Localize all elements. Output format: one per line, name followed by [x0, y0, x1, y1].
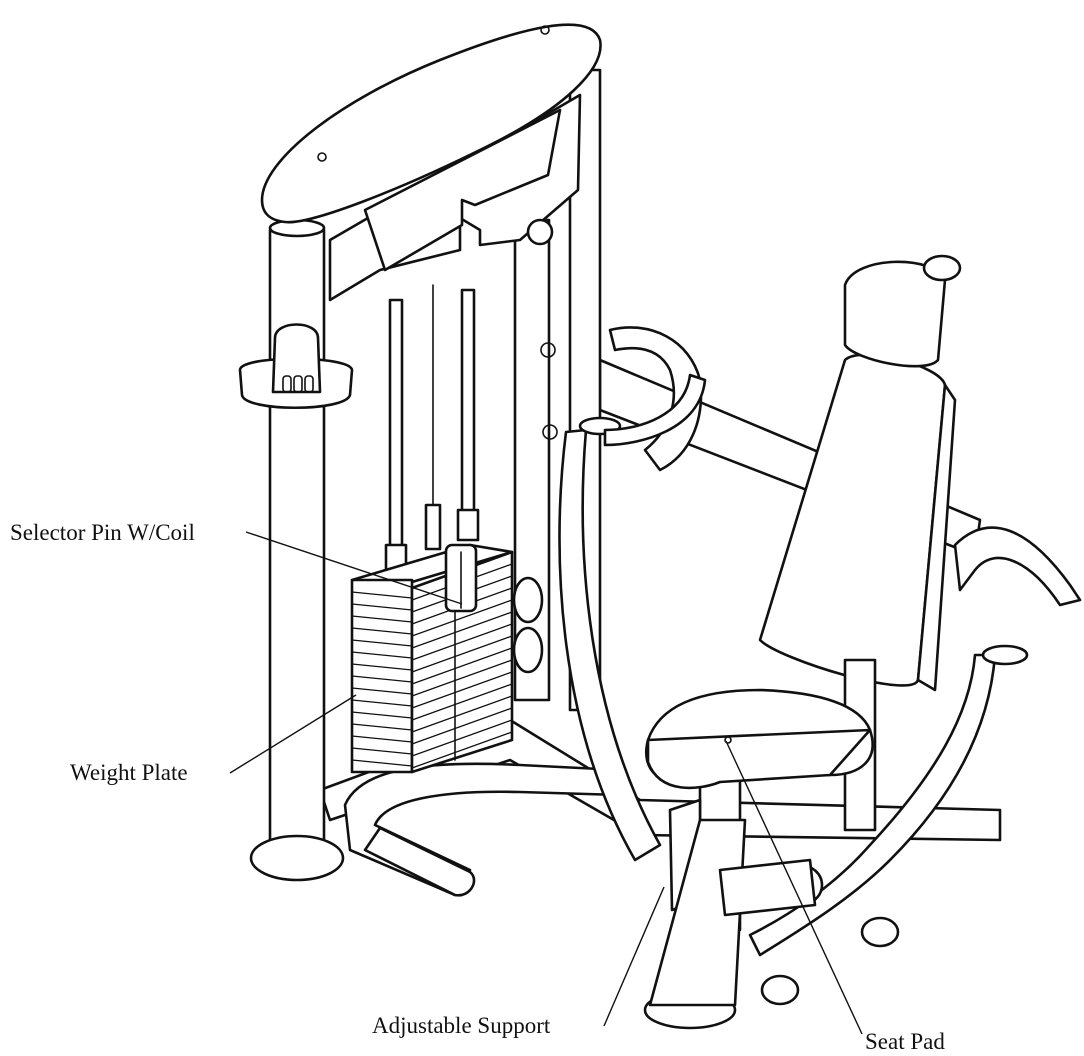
weight-stack: [350, 543, 514, 774]
guide-rod-right: [460, 288, 476, 522]
label-selector-pin: Selector Pin W/Coil: [10, 520, 195, 545]
pivot-arm: [718, 858, 817, 917]
cable-connector: [424, 503, 442, 551]
back-pad: [758, 353, 947, 687]
top-shroud-panel: [363, 108, 562, 272]
pulley-small-2: [542, 424, 558, 440]
leader-seat-pad: [725, 740, 863, 1035]
back-pad-shadow: [916, 383, 957, 692]
top-cap: [260, 23, 602, 224]
seat-pad-bolt: [724, 736, 732, 744]
head-rest-knob: [922, 254, 962, 282]
rod-collar-right: [456, 508, 480, 542]
front-leg: [648, 818, 747, 1007]
pulley-top: [526, 218, 554, 246]
foot-bar: [343, 762, 622, 897]
seat-pad-base: [646, 728, 872, 790]
weight-stack-front: [350, 578, 414, 774]
top-cap-bolt-2: [540, 25, 550, 35]
press-arm-right-cap: [981, 644, 1029, 666]
stack-pulley-2: [512, 626, 544, 674]
leader-weight-plate: [229, 694, 357, 774]
bottle-slot-1: [282, 375, 292, 393]
top-cap-bolt-1: [317, 152, 327, 162]
bottle: [271, 323, 322, 394]
press-arm-left: [558, 428, 662, 862]
label-weight-plate: Weight Plate: [70, 760, 188, 785]
leader-selector-pin: [245, 531, 463, 605]
stack-pulley-1: [512, 576, 544, 624]
label-seat-pad: Seat Pad: [865, 1029, 945, 1054]
bottle-slot-2: [293, 375, 303, 393]
bottle-slot-3: [304, 375, 314, 393]
press-handle-right: [953, 526, 1082, 607]
roller-foot-left: [760, 974, 800, 1006]
label-adjustable-support: Adjustable Support: [372, 1013, 551, 1038]
foot-bar-grip: [363, 826, 476, 897]
pulley-small-1: [540, 342, 556, 358]
column-foot-plate: [249, 834, 345, 882]
press-handle-left: [603, 373, 707, 447]
rear-handle-bar: [608, 326, 703, 472]
head-rest: [843, 260, 947, 368]
guide-rod-left: [388, 298, 404, 562]
press-arm-right: [748, 653, 997, 957]
leader-adjustable-support: [603, 886, 665, 1027]
roller-foot-right: [860, 916, 900, 948]
